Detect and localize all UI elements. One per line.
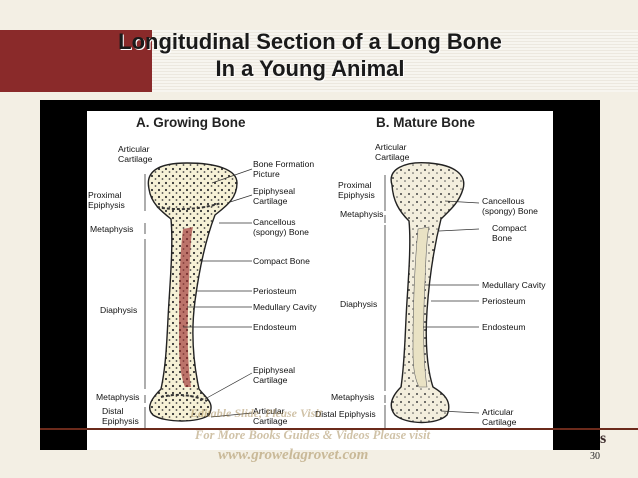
- label-a-cancellous-bone: Cancellous (spongy) Bone: [253, 217, 309, 237]
- label-b-distal-epiphysis: Distal Epiphysis: [315, 409, 376, 419]
- label-b-cancellous-bone: Cancellous (spongy) Bone: [482, 196, 538, 216]
- leaders-a: [183, 168, 253, 418]
- heading-mature-bone: B. Mature Bone: [376, 115, 476, 130]
- label-b-metaphysis-top: Metaphysis: [340, 209, 384, 219]
- label-b-metaphysis-bottom: Metaphysis: [331, 392, 375, 402]
- label-a-periosteum: Periosteum: [253, 286, 297, 296]
- label-a-articular-cartilage-bottom: Articular Cartilage: [253, 406, 288, 426]
- label-a-proximal-epiphysis: Proximal Epiphysis: [88, 190, 125, 210]
- label-b-periosteum: Periosteum: [482, 296, 526, 306]
- heading-growing-bone: A. Growing Bone: [136, 115, 246, 130]
- label-b-compact-bone: Compact Bone: [492, 223, 527, 243]
- label-b-articular-cartilage-top: Articular Cartilage: [375, 142, 410, 162]
- mature-bone-shape: [390, 162, 465, 424]
- label-a-metaphysis-top: Metaphysis: [90, 224, 134, 234]
- watermark-line-1: Editable Slide, Please Visit: [190, 406, 322, 420]
- label-a-bone-formation-picture: Bone Formation Picture: [253, 159, 315, 179]
- title-accent-block: [0, 30, 152, 92]
- title-line-2: In a Young Animal: [215, 56, 405, 81]
- label-a-epiphyseal-cartilage-top: Epiphyseal Cartilage: [253, 186, 296, 206]
- label-a-endosteum: Endosteum: [253, 322, 297, 332]
- leaders-b: [423, 200, 480, 414]
- bone-illustration: [144, 162, 480, 429]
- label-a-compact-bone: Compact Bone: [253, 256, 310, 266]
- label-a-diaphysis: Diaphysis: [100, 305, 138, 315]
- label-b-medullary-cavity: Medullary Cavity: [482, 280, 546, 290]
- label-a-articular-cartilage-top: Articular Cartilage: [118, 144, 153, 164]
- label-a-distal-epiphysis: Distal Epiphysis: [102, 406, 139, 426]
- footer-rule: [40, 428, 638, 430]
- label-b-articular-cartilage-bottom: Articular Cartilage: [482, 407, 517, 427]
- corner-glyph: s: [600, 430, 607, 447]
- title-line-1: Longitudinal Section of a Long Bone: [118, 29, 502, 54]
- growing-bone-shape: [147, 162, 238, 422]
- label-b-proximal-epiphysis: Proximal Epiphysis: [338, 180, 375, 200]
- label-b-endosteum: Endosteum: [482, 322, 526, 332]
- bone-diagram: A. Growing Bone B. Mature Bone Articular…: [87, 111, 553, 450]
- label-a-medullary-cavity: Medullary Cavity: [253, 302, 317, 312]
- watermark-line-2: For More Books Guides & Videos Please vi…: [195, 428, 431, 442]
- page-number: 30: [590, 451, 600, 462]
- label-b-diaphysis: Diaphysis: [340, 299, 378, 309]
- label-a-metaphysis-bottom: Metaphysis: [96, 392, 140, 402]
- slide-title: Longitudinal Section of a Long Bone In a…: [40, 28, 580, 82]
- watermark-url: www.growelagrovet.com: [218, 447, 369, 463]
- label-a-epiphyseal-cartilage-bottom: Epiphyseal Cartilage: [253, 365, 296, 385]
